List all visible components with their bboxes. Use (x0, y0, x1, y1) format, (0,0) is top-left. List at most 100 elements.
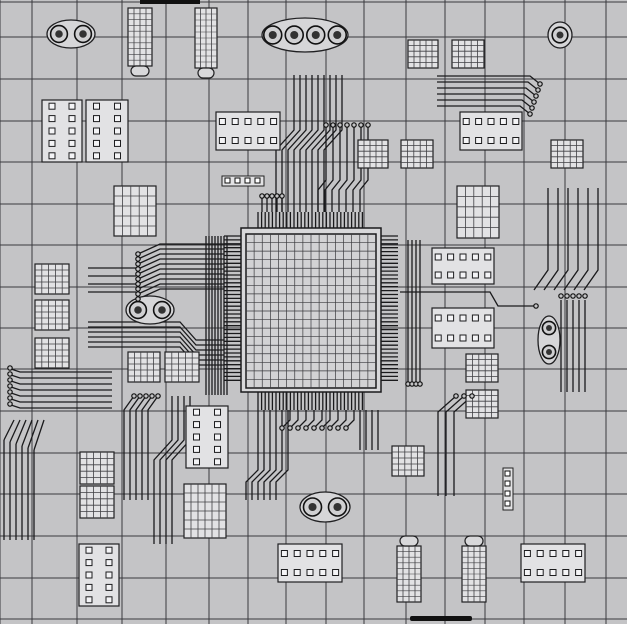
trace (329, 410, 339, 429)
via (135, 276, 141, 282)
chip-strip-pad (504, 480, 511, 487)
dip-ic-pad (257, 137, 265, 144)
dip-ic-pad (562, 569, 570, 576)
via (570, 293, 576, 299)
trace (88, 336, 224, 356)
dip-ic-pad (462, 118, 470, 125)
dip-ic-pad (68, 115, 76, 123)
trace (137, 243, 224, 255)
trace (135, 395, 147, 500)
round-pad-outline (261, 17, 349, 53)
trace (583, 188, 599, 291)
trace (317, 125, 327, 212)
round-pad-cluster-top-left (46, 19, 96, 49)
pin-grid-block (79, 485, 115, 519)
trace (338, 125, 348, 212)
trace (563, 188, 579, 291)
via (417, 381, 423, 387)
trace (165, 396, 185, 544)
dip-ic-pad (434, 253, 442, 261)
trace (275, 75, 295, 212)
trace (281, 75, 301, 212)
via (7, 377, 13, 383)
dip-ic-pad (487, 118, 495, 125)
dip-ic-pad (447, 253, 455, 261)
via (531, 99, 537, 105)
dip-ic-pad (319, 569, 327, 576)
pin-grid-outline (400, 139, 434, 169)
via (533, 93, 539, 99)
dip-ic-pad (536, 550, 544, 557)
dip-ic-pad (114, 127, 121, 135)
dip-ic-bottom-left (78, 543, 120, 607)
trace (137, 253, 224, 265)
pin-grid-outline (113, 185, 157, 237)
round-pad-hole (308, 502, 317, 512)
dip-ic-body (520, 543, 586, 583)
via (135, 256, 141, 262)
trace (153, 396, 173, 544)
via (269, 193, 275, 199)
dip-ic-pad (471, 334, 479, 342)
via (135, 281, 141, 287)
dip-ic-pad (459, 253, 467, 261)
dip-ic-pad (459, 314, 467, 322)
dip-ic-pad (475, 118, 483, 125)
dip-ic-pad (475, 137, 483, 144)
pin-grid-outline (550, 139, 584, 169)
via (7, 383, 13, 389)
trace (305, 410, 315, 429)
via (335, 425, 341, 431)
dip-ic-pad (459, 271, 467, 279)
round-pad-hole (333, 502, 342, 512)
dip-ic-pad (447, 334, 455, 342)
trace (245, 410, 259, 500)
dip-ic-pad (93, 115, 100, 123)
round-pad-hole (546, 325, 552, 331)
pin-grid-block (113, 185, 157, 237)
dip-ic-pad (484, 314, 492, 322)
dip-ic-pad (93, 139, 100, 147)
dip-ic-pad (114, 139, 121, 147)
pin-grid-block (79, 451, 115, 485)
dip-ic-body (41, 99, 83, 163)
pin-grid-outline (456, 185, 500, 239)
via (135, 286, 141, 292)
trace (287, 75, 307, 212)
pin-header-bottom-1 (396, 535, 422, 603)
round-pad-cluster-bottom (299, 491, 351, 523)
trace (553, 188, 569, 291)
via (7, 365, 13, 371)
via (319, 425, 325, 431)
via (453, 393, 459, 399)
dip-ic-pad (434, 271, 442, 279)
round-pad-cluster-right (537, 315, 561, 365)
via (135, 266, 141, 272)
dip-ic-pad (562, 550, 570, 557)
dip-ic-pad (447, 314, 455, 322)
trace (123, 395, 135, 500)
trace (313, 410, 323, 429)
dip-ic-pad (214, 433, 221, 441)
dip-ic-pad (244, 137, 252, 144)
trace (289, 410, 299, 429)
round-pad-hole (55, 30, 63, 38)
dip-ic-pad (48, 127, 56, 135)
pin-grid-block (456, 185, 500, 239)
dip-ic-pad (487, 137, 495, 144)
dip-ic-pad (68, 102, 76, 110)
round-pad-hole (268, 30, 277, 40)
dip-ic-body (431, 307, 495, 349)
dip-ic-pad (447, 271, 455, 279)
chip-strip-top (221, 175, 265, 187)
chip-strip-pad (224, 177, 231, 184)
pin-grid-outline (79, 485, 115, 519)
pin-grid-block (34, 299, 70, 331)
dip-ic-pad (105, 596, 113, 604)
trace (437, 99, 533, 109)
dip-ic-pad (214, 408, 221, 416)
pin-grid-block (34, 337, 70, 369)
via (137, 393, 143, 399)
trace (293, 75, 313, 212)
